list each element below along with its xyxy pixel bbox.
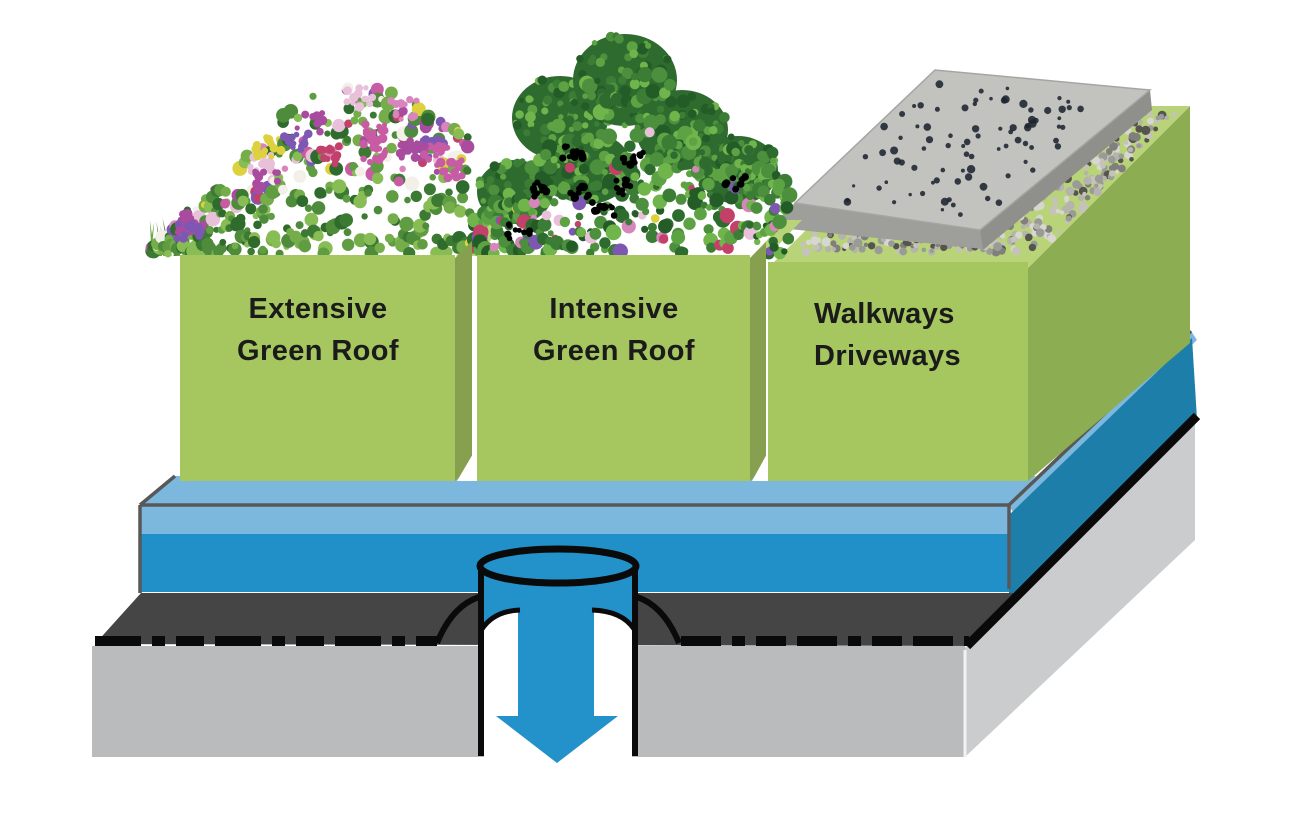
drain-inner-arch-right xyxy=(594,611,632,644)
vegetation-intensive xyxy=(464,31,798,261)
water-front-light-band xyxy=(140,505,1009,534)
slab-side-face xyxy=(965,418,1195,757)
paver-front-face xyxy=(770,203,983,249)
label-line: Green Roof xyxy=(237,335,399,368)
drain-flange-arc-left xyxy=(434,594,481,645)
drain-arch-outline-right xyxy=(591,607,637,631)
drain-arch-outline-left xyxy=(479,607,521,631)
label-line: Green Roof xyxy=(533,335,695,368)
concrete-paver xyxy=(770,69,1152,250)
label-walkways-driveways: Walkways Driveways xyxy=(814,293,961,377)
drain-flow-arrow xyxy=(496,640,618,763)
label-line: Driveways xyxy=(814,340,962,373)
paver-side-face xyxy=(980,90,1152,250)
drain-flange-arc-right xyxy=(635,594,682,645)
label-line: Walkways xyxy=(814,298,955,330)
block-walkways-front xyxy=(768,262,1028,481)
label-line: Extensive xyxy=(248,293,388,325)
gap-white-wedge-1 xyxy=(457,447,477,481)
gap-white-wedge-2 xyxy=(752,452,768,481)
walkways-side-face xyxy=(1028,106,1190,481)
water-top-face xyxy=(140,476,1036,506)
label-line: Intensive xyxy=(549,293,679,325)
membrane-right-edge xyxy=(963,412,1201,650)
drain-pipe xyxy=(434,545,682,763)
drain-top-opening xyxy=(476,545,640,587)
label-extensive-green-roof: Extensive Green Roof xyxy=(185,288,451,372)
block-intensive-side-sliver xyxy=(750,242,766,481)
drain-inner-arch-left xyxy=(484,611,518,644)
block-extensive-front xyxy=(180,255,455,481)
block-intensive-front xyxy=(477,255,750,481)
paver-speckles xyxy=(843,80,1084,218)
label-intensive-green-roof: Intensive Green Roof xyxy=(482,288,746,372)
vegetation-extensive xyxy=(145,82,475,260)
water-side-face xyxy=(1009,338,1197,606)
block-walkways-3d xyxy=(768,69,1190,481)
block-extensive-side-sliver xyxy=(455,241,472,481)
